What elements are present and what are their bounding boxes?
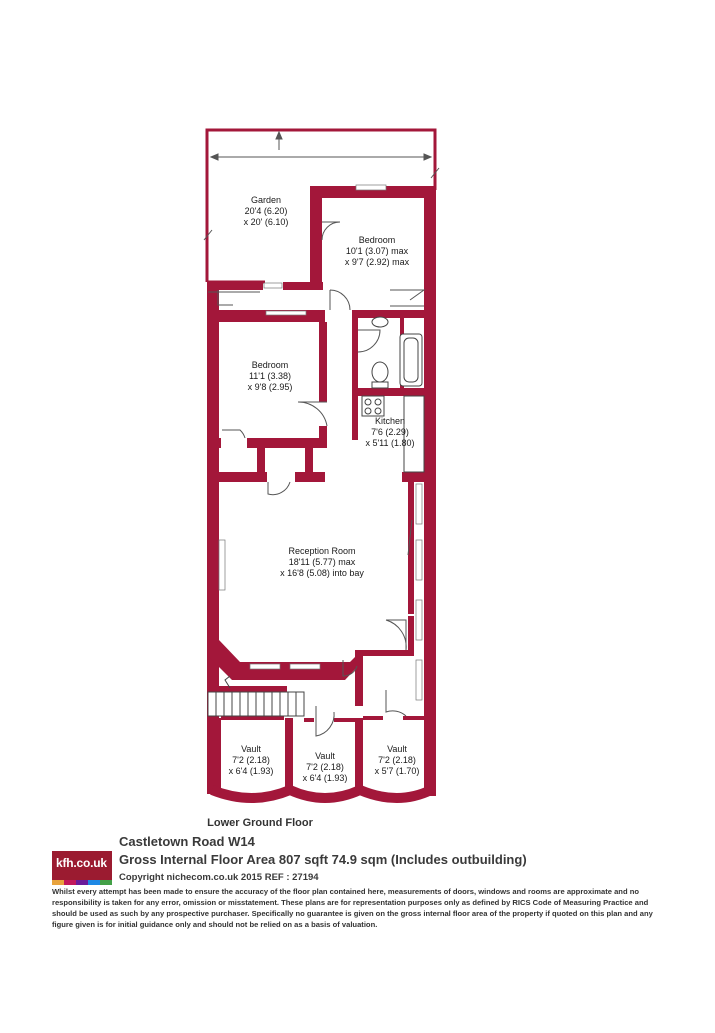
floor-plan — [203, 128, 440, 803]
vault3-dim1: 7'2 (2.18) — [378, 755, 416, 765]
vault3-label: Vault 7'2 (2.18) x 5'7 (1.70) — [362, 744, 432, 777]
copyright-text: Copyright nichecom.co.uk 2015 REF : 2719… — [119, 872, 319, 883]
garden-name: Garden — [250, 195, 282, 205]
kitchen-dim2: x 5'11 (1.80) — [365, 438, 415, 448]
logo-strip-segment — [88, 880, 100, 885]
kitchen-dim1: 7'6 (2.29) — [371, 427, 409, 437]
vault3-dim2: x 5'7 (1.70) — [374, 766, 420, 776]
gross-internal-area: Gross Internal Floor Area 807 sqft 74.9 … — [119, 852, 527, 867]
logo-text: kfh.co.uk — [56, 856, 107, 870]
vault2-name: Vault — [315, 751, 335, 761]
garden-dim1: 20'4 (6.20) — [244, 206, 288, 216]
bedroom1-dim1: 10'1 (3.07) max — [345, 246, 409, 256]
vault3-name: Vault — [387, 744, 407, 754]
kitchen-name: Kitchen — [374, 416, 406, 426]
bay-window — [207, 640, 362, 680]
bedroom2-dim1: 11'1 (3.38) — [248, 371, 292, 381]
bedroom2-name: Bedroom — [251, 360, 289, 370]
reception-dim2: x 16'8 (5.08) into bay — [280, 568, 364, 578]
staircase — [207, 675, 305, 717]
property-address: Castletown Road W14 — [119, 834, 255, 849]
logo-strip-segment — [100, 880, 112, 885]
bedroom1-name: Bedroom — [358, 235, 396, 245]
reception-dim1: 18'11 (5.77) max — [288, 557, 356, 567]
vault2-dim1: 7'2 (2.18) — [306, 762, 344, 772]
reception-label: Reception Room 18'11 (5.77) max x 16'8 (… — [262, 546, 382, 579]
bathroom-fixtures — [371, 316, 423, 389]
vault2-label: Vault 7'2 (2.18) x 6'4 (1.93) — [290, 751, 360, 784]
logo-color-strip — [52, 880, 112, 885]
vault-curves — [210, 785, 434, 803]
logo-strip-segment — [52, 880, 64, 885]
bedroom-wardrobe — [208, 289, 424, 307]
bedroom2-dim2: x 9'8 (2.95) — [247, 382, 293, 392]
vault1-dim2: x 6'4 (1.93) — [228, 766, 274, 776]
reception-name: Reception Room — [288, 546, 356, 556]
bedroom1-label: Bedroom 10'1 (3.07) max x 9'7 (2.92) max — [327, 235, 427, 268]
logo-strip-segment — [76, 880, 88, 885]
garden-dim2: x 20' (6.10) — [243, 217, 289, 227]
garden-label: Garden 20'4 (6.20) x 20' (6.10) — [226, 195, 306, 228]
vault1-label: Vault 7'2 (2.18) x 6'4 (1.93) — [216, 744, 286, 777]
bay-window-panes — [249, 184, 387, 670]
bedroom2-label: Bedroom 11'1 (3.38) x 9'8 (2.95) — [220, 360, 320, 393]
disclaimer-text: Whilst every attempt has been made to en… — [52, 887, 653, 929]
reception-windows — [218, 483, 423, 701]
vault1-dim1: 7'2 (2.18) — [232, 755, 270, 765]
kfh-logo: kfh.co.uk — [52, 851, 112, 885]
kitchen-label: Kitchen 7'6 (2.29) x 5'11 (1.80) — [355, 416, 425, 449]
bedroom1-dim2: x 9'7 (2.92) max — [344, 257, 410, 267]
vault2-dim2: x 6'4 (1.93) — [302, 773, 348, 783]
floor-name: Lower Ground Floor — [207, 817, 313, 829]
kitchen-fixtures — [361, 395, 425, 473]
logo-strip-segment — [64, 880, 76, 885]
garden-dimension-arrows — [203, 130, 440, 241]
vault1-name: Vault — [241, 744, 261, 754]
